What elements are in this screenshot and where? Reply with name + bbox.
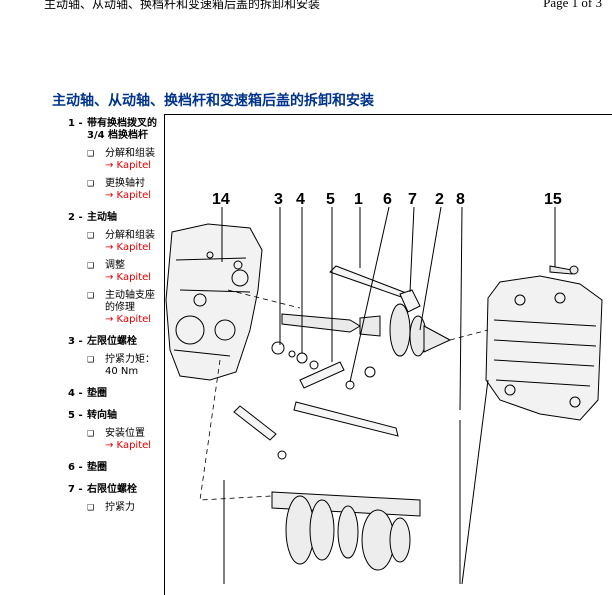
- checkbox-bullet-icon: ❑: [87, 179, 95, 188]
- kapitel-link[interactable]: → Kapitel: [105, 314, 152, 325]
- subitem-text: 安装位置→ Kapitel: [105, 428, 160, 452]
- part-label: 带有换档拨叉的 3/4 档换档杆: [87, 118, 157, 141]
- part-label: 垫圈: [87, 462, 107, 473]
- callout-8: 8: [456, 191, 465, 208]
- part-subitem: ❑ 安装位置→ Kapitel: [87, 428, 160, 452]
- leader-lines: [221, 206, 556, 584]
- subitem-text: 拧紧力矩：40 Nm: [105, 354, 155, 377]
- right-housing-drawing: [485, 275, 603, 421]
- part-subitem: ❑ 更换轴衬→ Kapitel: [87, 178, 160, 202]
- part-subitem: ❑ 调整→ Kapitel: [87, 260, 160, 284]
- gear-assembly-drawing: [271, 491, 421, 571]
- parts-list: 1 - 带有换档拨叉的 3/4 档换档杆 ❑ 分解和组装→ Kapitel ❑ 更换轴衬→…: [68, 118, 160, 524]
- callout-15: 15: [544, 191, 562, 208]
- guide-lines: [199, 289, 489, 501]
- section-title: 主动轴、从动轴、换档杆和变速箱后盖的拆卸和安装: [52, 93, 374, 109]
- callout-4: 4: [296, 191, 305, 208]
- diagram-frame: [164, 114, 612, 595]
- kapitel-link[interactable]: → Kapitel: [105, 190, 152, 201]
- left-housing-drawing: [165, 223, 263, 381]
- part-number: 5 -: [68, 410, 83, 421]
- part-label: 转向轴: [87, 410, 117, 421]
- main-shaft-drawing: [281, 303, 452, 357]
- subitem-text: 调整→ Kapitel: [105, 260, 160, 284]
- rod-drawing: [293, 366, 399, 437]
- callout-6: 6: [383, 191, 392, 208]
- part-item: 2 - 主动轴 ❑ 分解和组装→ Kapitel ❑ 调整→ Kapitel ❑ 主动轴支座的…: [68, 212, 160, 326]
- part-subitem: ❑ 分解和组装→ Kapitel: [87, 148, 160, 172]
- page-indicator: Page 1 of 3: [543, 0, 602, 10]
- part-number: 2 -: [68, 212, 83, 223]
- part-subitem: ❑ 拧紧力矩：40 Nm: [87, 354, 160, 378]
- checkbox-bullet-icon: ❑: [87, 231, 95, 240]
- screw-15-drawing: [549, 265, 579, 275]
- callout-2: 2: [435, 191, 444, 208]
- subitem-text: 更换轴衬→ Kapitel: [105, 178, 160, 202]
- part-label: 右限位螺栓: [87, 484, 137, 495]
- part-label: 垫圈: [87, 388, 107, 399]
- shift-fork-drawing: [329, 265, 421, 313]
- callout-7: 7: [408, 191, 417, 208]
- part-label: 主动轴: [87, 212, 117, 223]
- subitem-text: 拧紧力: [105, 502, 135, 513]
- callout-3: 3: [274, 191, 283, 208]
- kapitel-link[interactable]: → Kapitel: [105, 440, 152, 451]
- small-parts-drawing: [233, 341, 355, 460]
- kapitel-link[interactable]: → Kapitel: [105, 160, 152, 171]
- part-number: 3 -: [68, 336, 83, 347]
- checkbox-bullet-icon: ❑: [87, 429, 95, 438]
- part-number: 1 -: [68, 118, 83, 129]
- callout-1: 1: [354, 191, 363, 208]
- subitem-text: 分解和组装→ Kapitel: [105, 148, 160, 172]
- part-label: 左限位螺栓: [87, 336, 137, 347]
- callout-14: 14: [212, 191, 230, 208]
- part-number: 4 -: [68, 388, 83, 399]
- checkbox-bullet-icon: ❑: [87, 291, 95, 300]
- header-title: 主动轴、从动轴、换档杆和变速箱后盖的拆卸和安装: [44, 0, 321, 11]
- checkbox-bullet-icon: ❑: [87, 355, 95, 364]
- callout-5: 5: [326, 191, 335, 208]
- callout-labels: 14 3 4 5 1 6 7 2 8 15: [212, 191, 562, 208]
- part-subitem: ❑ 分解和组装→ Kapitel: [87, 230, 160, 254]
- part-item: 5 - 转向轴 ❑ 安装位置→ Kapitel: [68, 410, 160, 452]
- part-item: 7 - 右限位螺栓 ❑ 拧紧力: [68, 484, 160, 514]
- part-number: 7 -: [68, 484, 83, 495]
- checkbox-bullet-icon: ❑: [87, 261, 95, 270]
- part-item: 6 - 垫圈: [68, 462, 160, 474]
- checkbox-bullet-icon: ❑: [87, 149, 95, 158]
- checkbox-bullet-icon: ❑: [87, 503, 95, 512]
- part-subitem: ❑ 主动轴支座的修理→ Kapitel: [87, 290, 160, 326]
- part-subitem: ❑ 拧紧力: [87, 502, 160, 514]
- part-number: 6 -: [68, 462, 83, 473]
- subitem-text: 分解和组装→ Kapitel: [105, 230, 160, 254]
- kapitel-link[interactable]: → Kapitel: [105, 242, 152, 253]
- part-item: 3 - 左限位螺栓 ❑ 拧紧力矩：40 Nm: [68, 336, 160, 378]
- part-item: 4 - 垫圈: [68, 388, 160, 400]
- part-item: 1 - 带有换档拨叉的 3/4 档换档杆 ❑ 分解和组装→ Kapitel ❑ 更换轴衬→…: [68, 118, 160, 202]
- subitem-text: 主动轴支座的修理→ Kapitel: [105, 290, 160, 326]
- kapitel-link[interactable]: → Kapitel: [105, 272, 152, 283]
